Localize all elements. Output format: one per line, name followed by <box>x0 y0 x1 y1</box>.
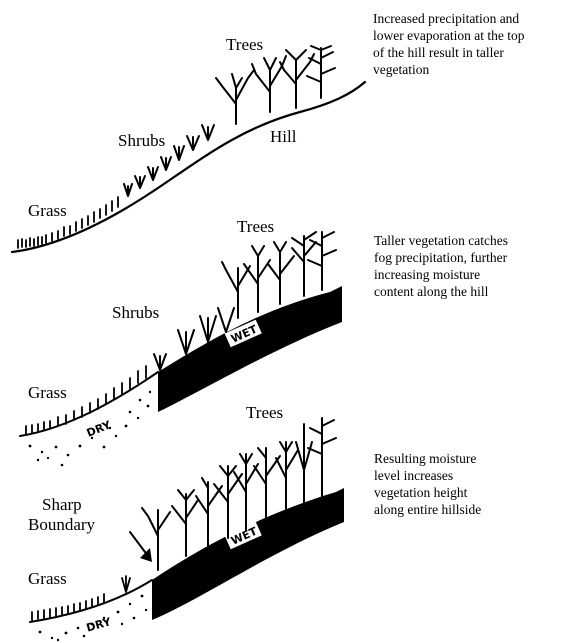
hill-outline <box>12 82 365 252</box>
label-trees: Trees <box>237 217 274 236</box>
boundary-arrow <box>130 532 152 562</box>
label-shrubs: Shrubs <box>118 131 165 150</box>
label-boundary: Boundary <box>28 515 96 534</box>
label-trees: Trees <box>226 35 263 54</box>
panel-2: WET DRY Trees Shrubs Gras <box>20 217 342 466</box>
label-grass: Grass <box>28 201 67 220</box>
dry-tag: DRY <box>85 615 114 635</box>
dry-tag: DRY <box>85 418 114 440</box>
label-hill: Hill <box>270 127 297 146</box>
label-grass: Grass <box>28 383 67 402</box>
trees <box>216 46 335 124</box>
label-grass: Grass <box>28 569 67 588</box>
wet-soil-band <box>152 488 344 620</box>
caption-panel-3: Resulting moisture level increases veget… <box>374 450 481 518</box>
caption-panel-1: Increased precipitation and lower evapor… <box>373 10 524 78</box>
label-sharp: Sharp <box>42 495 82 514</box>
caption-panel-2: Taller vegetation catches fog precipitat… <box>374 232 508 300</box>
panel-1: Trees Shrubs Hill Grass <box>12 35 365 252</box>
panel-3: WET DRY Trees S <box>28 403 344 641</box>
label-trees: Trees <box>246 403 283 422</box>
label-shrubs: Shrubs <box>112 303 159 322</box>
